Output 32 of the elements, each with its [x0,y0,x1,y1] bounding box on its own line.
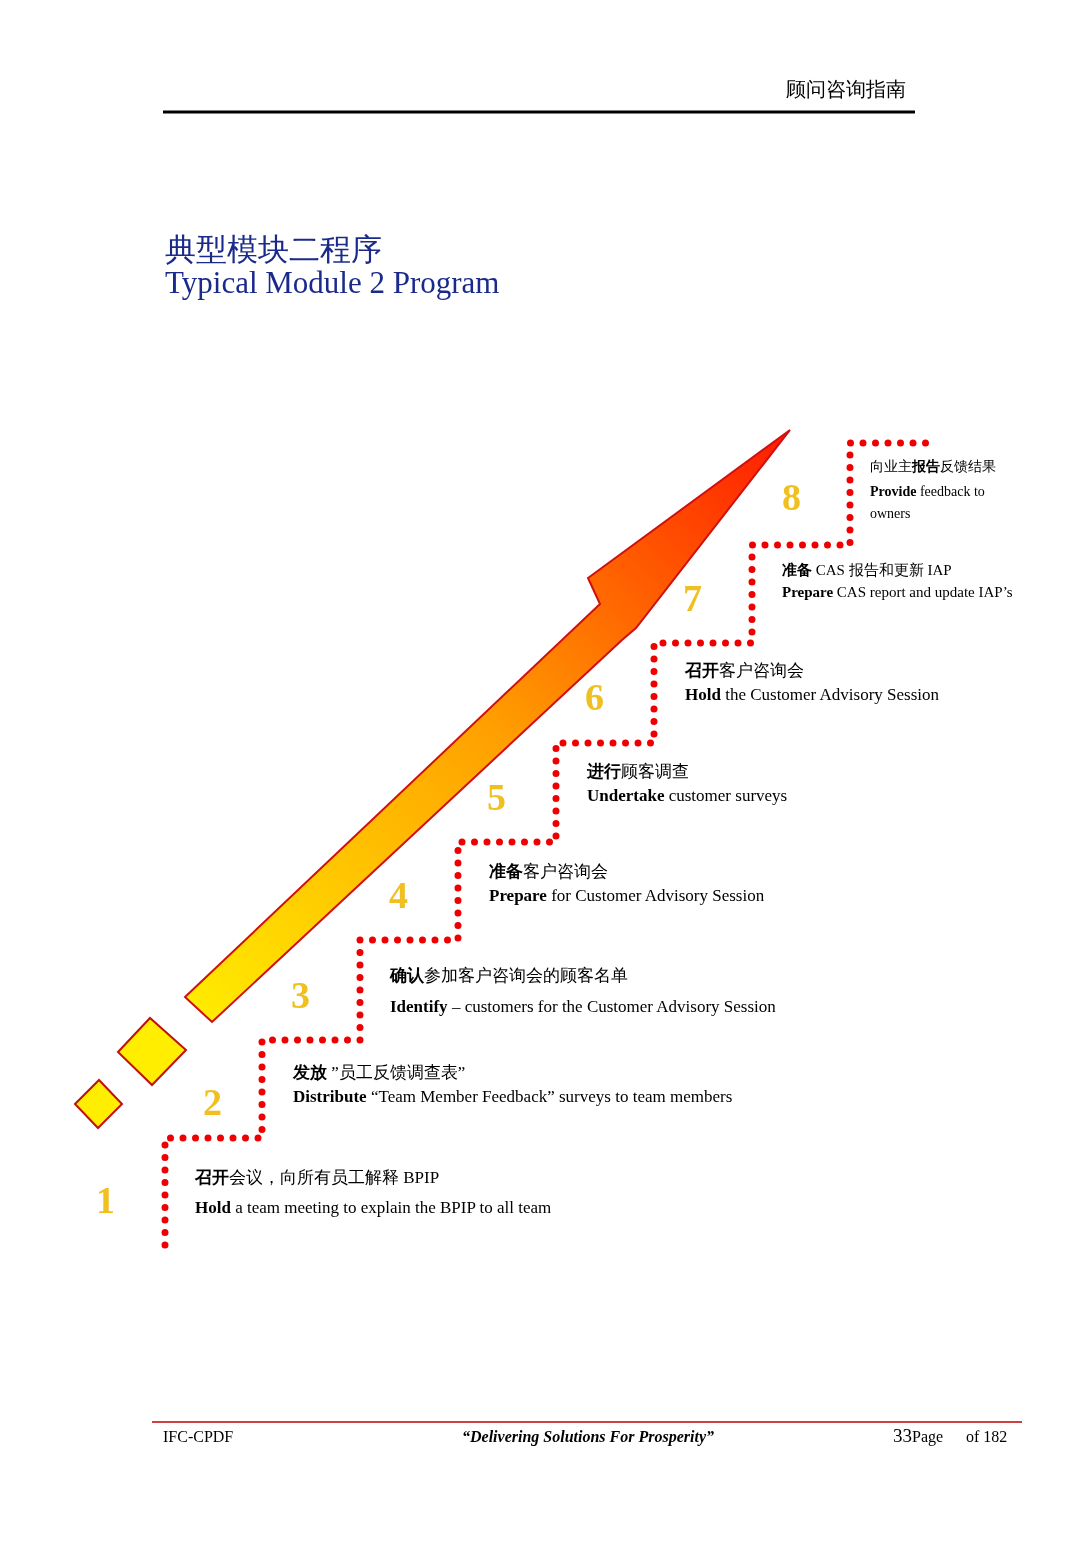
step-number: 4 [389,874,408,918]
step-number: 8 [782,476,801,520]
step-title: 发放 ”员工反馈调查表” [293,1063,466,1083]
footer-text: Page [912,1428,944,1447]
step-number: 5 [487,776,506,820]
page-title: 典型模块二程序 [165,232,382,268]
step-description: Identify – customers for the Customer Advisory Session [390,997,776,1017]
header-text: 顾问咨询指南 [786,78,906,101]
step-title: 准备 CAS 报告和更新 IAP [782,562,952,580]
step-number: 6 [585,676,604,720]
step-number: 1 [96,1179,115,1223]
footer-text: IFC-CPDF [163,1428,234,1447]
footer-slogan: “Delivering Solutions For Prosperity” [462,1428,715,1447]
step-description: Provide feedback to owners [870,483,986,523]
step-title: 召开客户咨询会 [685,661,804,681]
step-number: 2 [203,1081,222,1125]
page-subtitle: Typical Module 2 Program [165,265,500,301]
step-description: Prepare CAS report and update IAP’s [782,584,1013,602]
step-title: 进行顾客调查 [587,762,689,782]
step-title: 召开会议，向所有员工解释 BPIP [195,1168,440,1188]
step-title: 准备客户咨询会 [489,862,608,882]
page-number: 33 [893,1425,912,1447]
step-description: Prepare for Customer Advisory Session [489,886,765,906]
step-title: 确认参加客户咨询会的顾客名单 [390,966,628,986]
step-title: 向业主报告反馈结果 [870,459,996,476]
step-number: 7 [683,577,702,621]
step-description: Hold the Customer Advisory Session [685,685,940,705]
step-description: Distribute “Team Member Feedback” surveys to team members [293,1087,733,1107]
footer-text: of 182 [966,1428,1008,1447]
step-description: Hold a team meeting to explain the BPIP to all team [195,1198,552,1218]
step-number: 3 [291,974,310,1018]
step-description: Undertake customer surveys [587,786,788,806]
